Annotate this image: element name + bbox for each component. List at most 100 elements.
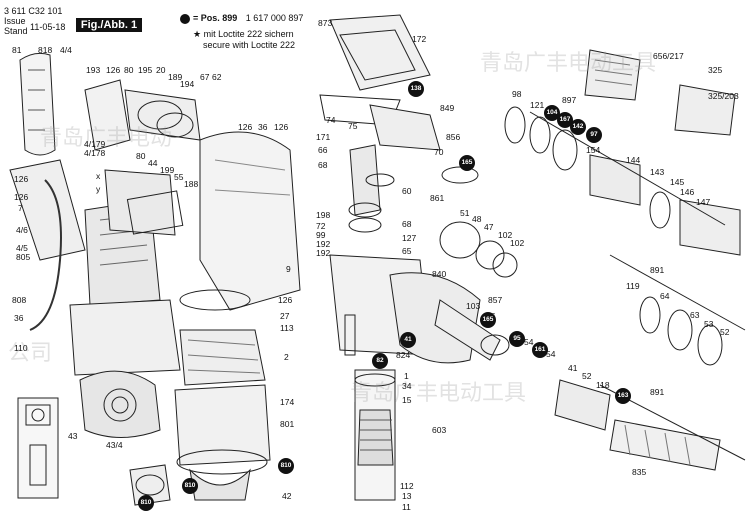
part-label: 194 [180,79,195,89]
callout-badge: 142 [570,119,586,135]
part-label: 44 [148,158,158,168]
part-label: 849 [440,103,455,113]
callout-badge: 161 [532,342,548,358]
chuck-assembly [504,49,741,471]
part-label: 9 [286,264,291,274]
part-label: 857 [488,295,503,305]
part-label: 873 [318,18,333,28]
part-label: 60 [402,186,412,196]
assembly-axis-arrow [529,111,726,226]
part-label: 127 [402,233,417,243]
part-label: 7 [18,203,23,213]
issue-label: Issue [4,16,26,26]
callout-badge: 810 [182,478,198,494]
part-label: 891 [650,265,665,275]
watermark: 青岛广丰电动工具 [480,51,657,76]
part-label: 70 [434,147,444,157]
part-label: 54 [524,337,534,347]
part-label: 171 [316,132,331,142]
callout-badge: 97 [586,127,602,143]
part-label: 68 [318,160,328,170]
callout-badge: 810 [278,458,294,474]
part-label: 54 [546,349,556,359]
part-label: 47 [484,222,494,232]
brush-detail-inset [17,397,59,499]
part-label: 199 [160,165,175,175]
part-label: 147 [696,197,711,207]
part-label: 172 [412,34,427,44]
filled-circle-icon [180,13,190,24]
part-label: 121 [530,100,545,110]
part-label: 146 [680,187,695,197]
part-label: 126 [238,122,253,132]
part-label: 824 [396,350,411,360]
part-label: 603 [432,425,447,435]
part-label: 126 [14,174,29,184]
part-label: 102 [510,238,525,248]
part-label: 55 [174,172,184,182]
part-label: 52 [582,371,592,381]
part-label: 113 [280,323,294,333]
part-label: 68 [402,219,412,229]
loctite-note: ★ mit Loctite 222 sichern secure with Lo… [193,29,296,50]
part-label: 805 [16,252,31,262]
part-label: 126 [278,295,293,305]
callout-badge: 82 [372,353,388,369]
watermark: 公司 [8,341,53,366]
part-label: 13 [402,491,412,501]
callout-letter: y [96,184,101,194]
part-label: 36 [14,313,24,323]
callout-badge: 165 [480,312,496,328]
power-cable [29,179,62,331]
part-label: 4/4 [60,45,72,55]
part-number: 3 611 C32 101 [4,6,63,16]
watermark: 青岛广丰电动工具 [350,381,527,406]
part-label: 840 [432,269,447,279]
part-label: 835 [632,467,647,477]
part-label: 112 [400,481,414,491]
part-label: 143 [650,167,665,177]
part-label: 126 [274,122,289,132]
part-label: 126 [14,192,29,202]
part-label: 80 [124,65,134,75]
assembly-axis-arrow [609,254,746,331]
star-icon: ★ [193,29,202,39]
part-label: 80 [136,151,146,161]
part-label: 808 [12,295,27,305]
callout-badge: 41 [400,332,416,348]
part-label: 801 [280,419,295,429]
part-label: 34 [402,381,412,391]
part-label: 4/179 [84,139,106,149]
callout-letter: x [96,171,101,181]
issue-date: 11-05-18 [30,22,66,32]
part-label: 119 [626,281,640,291]
part-label: 856 [446,132,461,142]
callout-badge: 138 [408,81,424,97]
part-label: 62 [212,72,222,82]
part-label: 66 [318,145,328,155]
part-label: 861 [430,193,445,203]
part-label: 4/178 [84,148,106,158]
part-label: 43 [68,431,78,441]
part-label: 154 [586,145,601,155]
part-label: 48 [472,214,482,224]
part-label: 98 [512,89,522,99]
part-label: 52 [720,327,730,337]
callout-badge: 104 [544,105,560,121]
part-label: 195 [138,65,153,75]
callout-badge: 165 [459,155,475,171]
part-label: 2 [284,352,289,362]
part-label: 102 [498,230,513,240]
part-label: 4/5 [16,243,28,253]
watermark: 青岛广丰电动 [40,126,173,151]
part-label: 325 [708,65,723,75]
part-label: 64 [660,291,670,301]
part-label: 145 [670,177,685,187]
part-label: 43/4 [106,440,123,450]
part-label: 81 [12,45,22,55]
part-label: 72 [316,221,326,231]
part-label: 891 [650,387,665,397]
part-label: 198 [316,210,331,220]
